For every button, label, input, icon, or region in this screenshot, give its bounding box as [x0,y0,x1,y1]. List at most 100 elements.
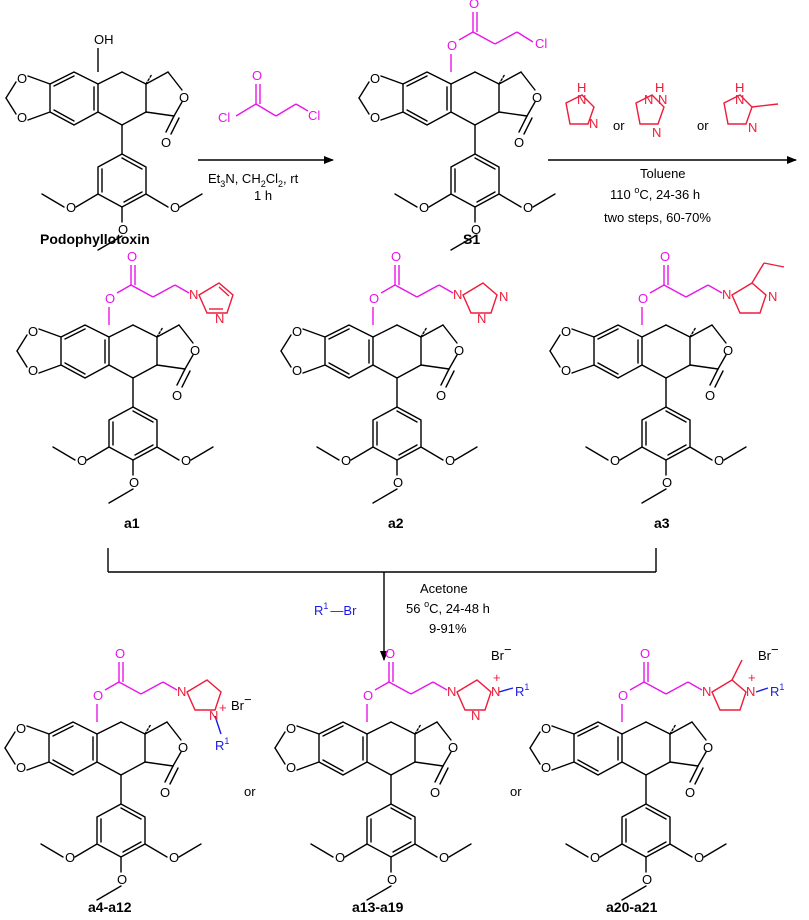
svg-text:+: + [493,670,501,685]
svg-text:N: N [491,684,500,699]
svg-text:O: O [532,90,542,105]
svg-text:O: O [369,291,379,306]
svg-text:O: O [430,785,440,800]
svg-text:N: N [453,287,462,302]
svg-text:N: N [735,92,744,107]
step2-temperature: 110 oC, 24-36 h [610,185,700,202]
svg-text:O: O [190,343,200,358]
svg-text:R1: R1 [215,736,229,753]
svg-text:O: O [16,721,26,736]
svg-text:O: O [447,38,457,53]
svg-text:O: O [471,222,481,237]
svg-text:O: O [363,688,373,703]
svg-text:O: O [161,135,171,150]
svg-text:O: O [127,249,137,264]
svg-text:+: + [219,700,227,715]
svg-text:N: N [499,289,508,304]
svg-text:O: O [335,850,345,865]
step3-temperature: 56 oC, 24-48 h [406,599,490,616]
svg-text:O: O [181,453,191,468]
svg-text:O: O [16,760,26,775]
svg-text:O: O [662,475,672,490]
svg-text:O: O [640,646,650,661]
svg-text:O: O [370,110,380,125]
svg-text:O: O [93,688,103,703]
svg-text:O: O [541,721,551,736]
svg-text:or: or [697,118,709,133]
svg-text:N: N [471,708,480,723]
compound-label-a13-a19: a13-a19 [352,899,404,915]
svg-text:Br−: Br− [491,642,512,663]
step1-conditions: Et3N, CH2Cl2, rt [208,171,299,189]
svg-text:O: O [685,785,695,800]
svg-text:H: H [735,80,744,95]
svg-text:N: N [746,684,755,699]
compound-label-a20-a21: a20-a21 [606,899,658,915]
svg-text:H: H [655,80,664,95]
step3-reagent: R1—Br [314,601,357,618]
separator-or-2: or [510,784,522,799]
svg-text:O: O [445,453,455,468]
svg-text:H: H [577,80,586,95]
svg-text:R1: R1 [770,682,784,699]
svg-text:N: N [589,116,598,131]
compound-label-a1: a1 [124,515,140,531]
svg-text:O: O [179,90,189,105]
svg-text:O: O [385,646,395,661]
svg-text:N: N [768,289,777,304]
imidazole-reagent [565,94,595,125]
svg-text:Cl: Cl [535,36,547,51]
svg-text:N: N [577,92,586,107]
svg-text:N: N [644,92,653,107]
svg-text:O: O [561,324,571,339]
svg-text:N: N [209,708,218,723]
compound-label-a2: a2 [388,515,404,531]
svg-text:O: O [391,249,401,264]
svg-text:O: O [170,200,180,215]
svg-text:O: O [694,850,704,865]
svg-text:O: O [172,388,182,403]
svg-text:O: O [28,363,38,378]
svg-text:O: O [618,688,628,703]
svg-text:N: N [447,684,456,699]
svg-text:O: O [28,324,38,339]
svg-text:O: O [169,850,179,865]
svg-text:O: O [469,0,479,11]
svg-text:O: O [419,200,429,215]
svg-text:O: O [292,324,302,339]
svg-text:O: O [115,646,125,661]
svg-text:O: O [723,343,733,358]
svg-text:O: O [105,291,115,306]
svg-text:O: O [252,68,262,83]
compound-label-a4-a12: a4-a12 [88,899,132,915]
svg-text:O: O [714,453,724,468]
svg-text:O: O [129,475,139,490]
compound-label-a3: a3 [654,515,670,531]
svg-text:O: O [370,71,380,86]
triazole-reagent [635,94,665,125]
svg-text:O: O [387,872,397,887]
svg-text:O: O [286,760,296,775]
a1-structure: N N O O O O O O O O O [16,249,234,504]
compound-label-s1: S1 [463,231,480,247]
svg-text:O: O [523,200,533,215]
svg-text:O: O [705,388,715,403]
svg-text:O: O [77,453,87,468]
a4-a12-structure: N N + R1 Br− O O O O O O O O O [4,646,252,901]
svg-text:O: O [638,291,648,306]
svg-text:N: N [702,684,711,699]
convergence-bracket [107,548,657,573]
svg-text:O: O [448,740,458,755]
svg-text:Br−: Br− [231,692,252,713]
svg-text:O: O [393,475,403,490]
svg-text:R1: R1 [515,682,529,699]
svg-text:O: O [590,850,600,865]
svg-text:O: O [561,363,571,378]
s1-structure: O O Cl O O O O O O O [358,0,556,251]
svg-text:O: O [660,249,670,264]
svg-text:O: O [703,740,713,755]
svg-text:N: N [215,311,224,326]
svg-text:O: O [65,850,75,865]
svg-text:O: O [160,785,170,800]
svg-text:N: N [748,120,757,135]
